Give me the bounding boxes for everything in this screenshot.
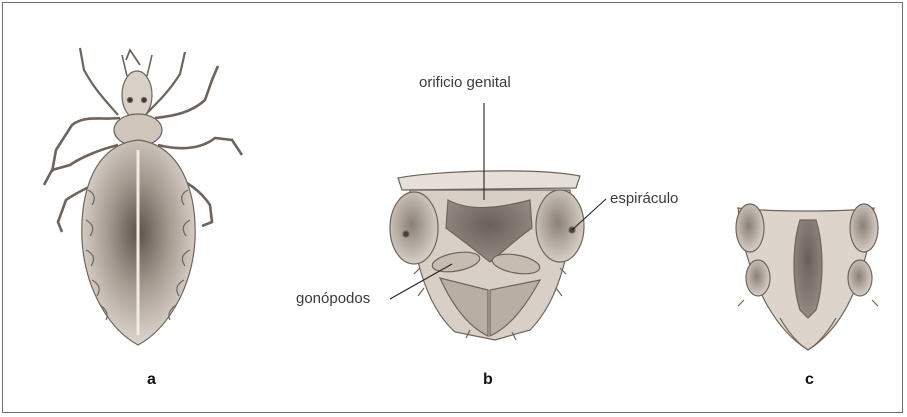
genital-opening-label: orificio genital bbox=[419, 74, 511, 91]
louse-whole-body-drawing bbox=[44, 48, 242, 345]
gonopods-label: gonópodos bbox=[296, 290, 370, 307]
spiracle-label: espiráculo bbox=[610, 190, 678, 207]
panel-b-letter: b bbox=[483, 371, 493, 389]
panel-a-letter: a bbox=[147, 371, 156, 389]
abdomen-tip-alternate-drawing bbox=[736, 204, 878, 350]
abdomen-tip-ventral-drawing bbox=[390, 171, 584, 340]
panel-c-letter: c bbox=[805, 371, 814, 389]
